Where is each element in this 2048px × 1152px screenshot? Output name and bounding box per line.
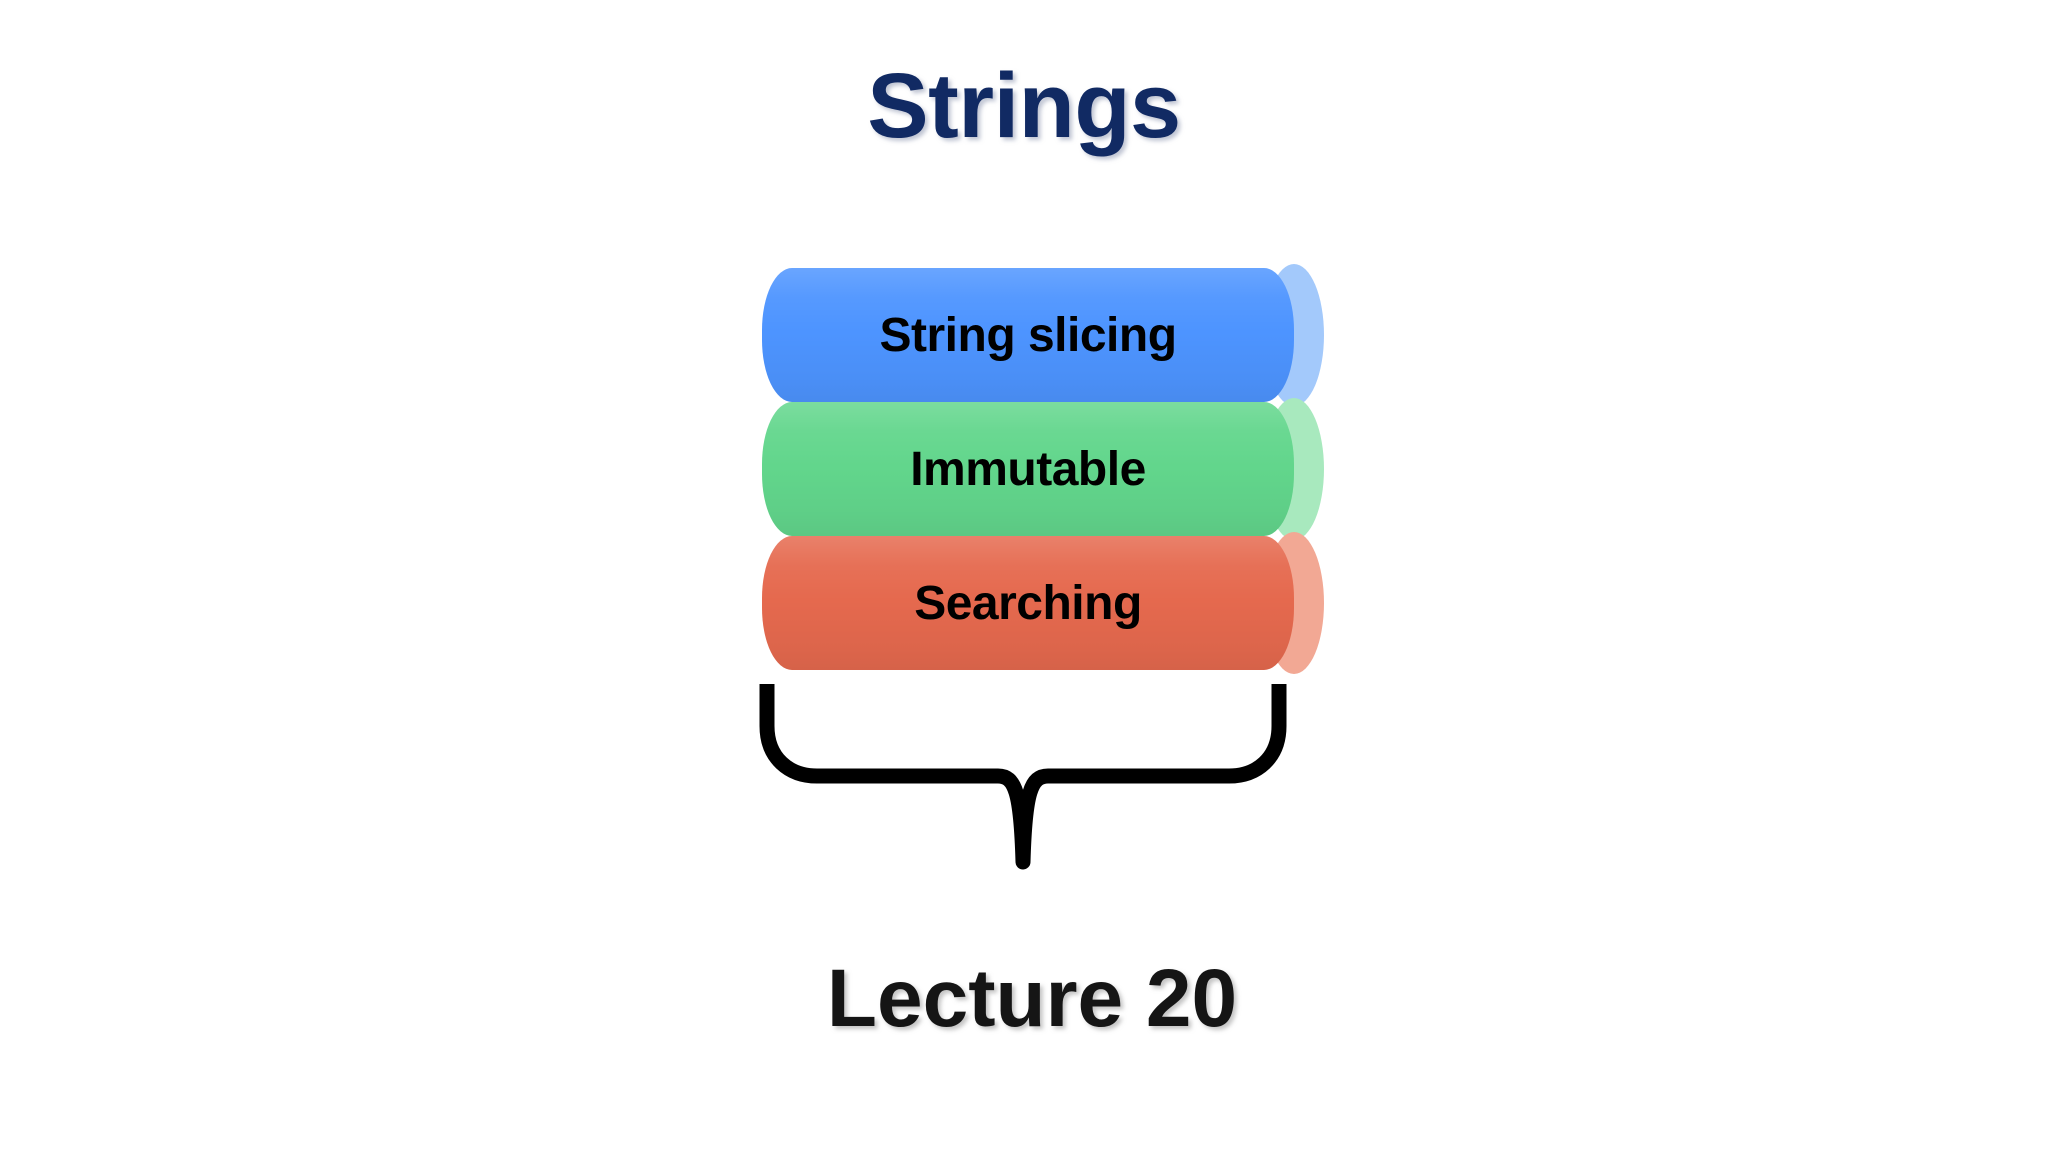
cylinder-item-immutable[interactable]: Immutable: [762, 398, 1324, 540]
cylinder-item-searching[interactable]: Searching: [762, 532, 1324, 674]
slide-caption-text: Lecture 20: [826, 953, 1238, 1044]
curly-brace-icon: [755, 680, 1295, 870]
cylinder-body-1: [762, 268, 1294, 402]
cylinder-label-3: Searching: [914, 576, 1142, 630]
page-title: Strings: [867, 55, 1181, 157]
cylinder-body-3: [762, 536, 1294, 670]
cylinder-label-1: String slicing: [879, 308, 1177, 362]
cylinder-stack: String slicing Immutable Searching: [762, 264, 1324, 674]
cylinder-body-2: [762, 402, 1294, 536]
slide-caption: Lecture 20: [0, 952, 2048, 1046]
cylinder-item-string-slicing[interactable]: String slicing: [762, 264, 1324, 406]
cylinder-label-2: Immutable: [910, 442, 1146, 496]
